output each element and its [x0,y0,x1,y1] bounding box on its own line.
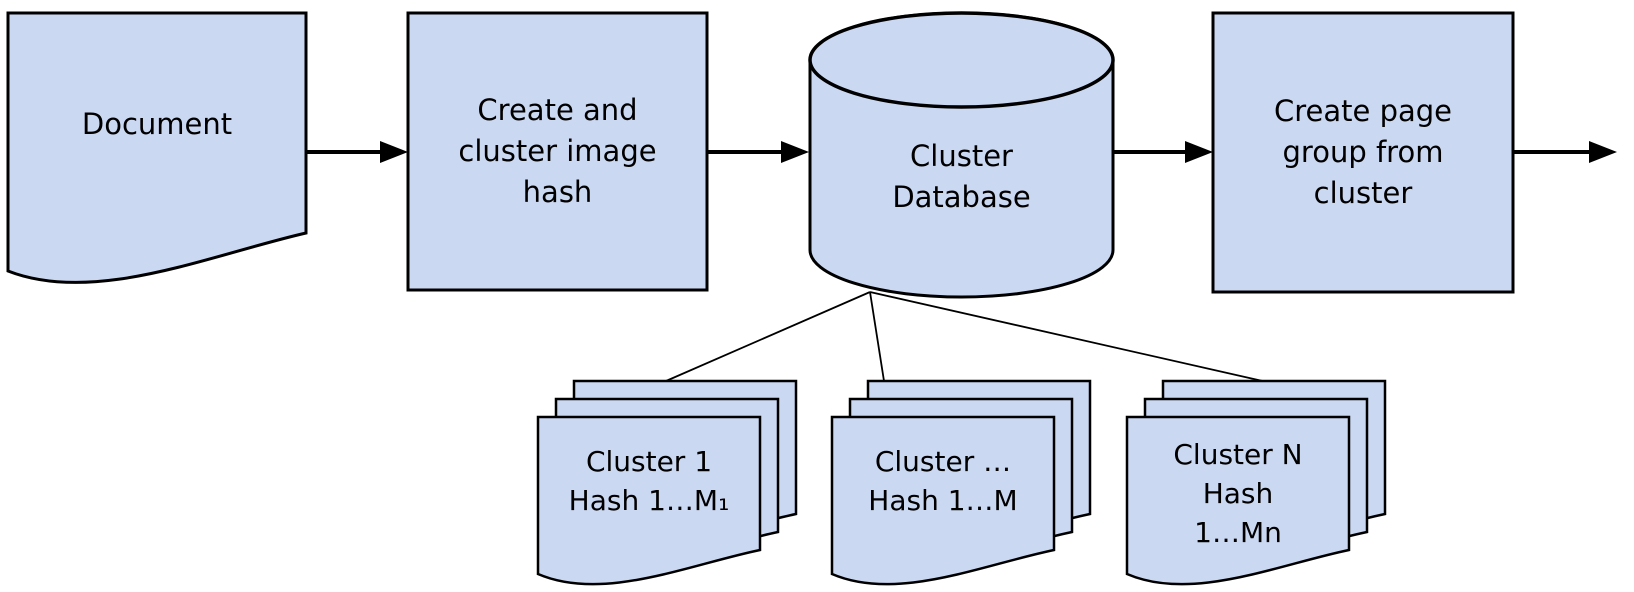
cluster-1-stack [536,379,798,586]
connector-database-to-cluster-mid [869,291,885,382]
connector-lines [665,291,1268,383]
cluster-n-stack [1125,379,1387,586]
flow-arrow-hash-to-database [707,141,809,163]
arrow-head-icon [1589,141,1617,163]
stack-doc-front [1125,415,1351,586]
flow-arrow-exit-right [1513,141,1617,163]
create-page-group-box [1211,11,1515,294]
cylinder-top-rim [808,11,1115,109]
create-hash-box [406,11,709,292]
connector-database-to-clusterN [869,291,1268,383]
flow-arrow-database-to-pagegroup [1113,141,1213,163]
flow-arrow-document-to-hash [306,141,408,163]
arrow-head-icon [380,141,408,163]
arrow-head-icon [1185,141,1213,163]
stack-doc-front [830,415,1056,586]
cluster-database-cylinder [808,11,1115,299]
cluster-mid-stack [830,379,1092,586]
document-shape [6,11,308,284]
connector-database-to-cluster1 [665,291,871,382]
arrow-head-icon [781,141,809,163]
stack-doc-front [536,415,762,586]
